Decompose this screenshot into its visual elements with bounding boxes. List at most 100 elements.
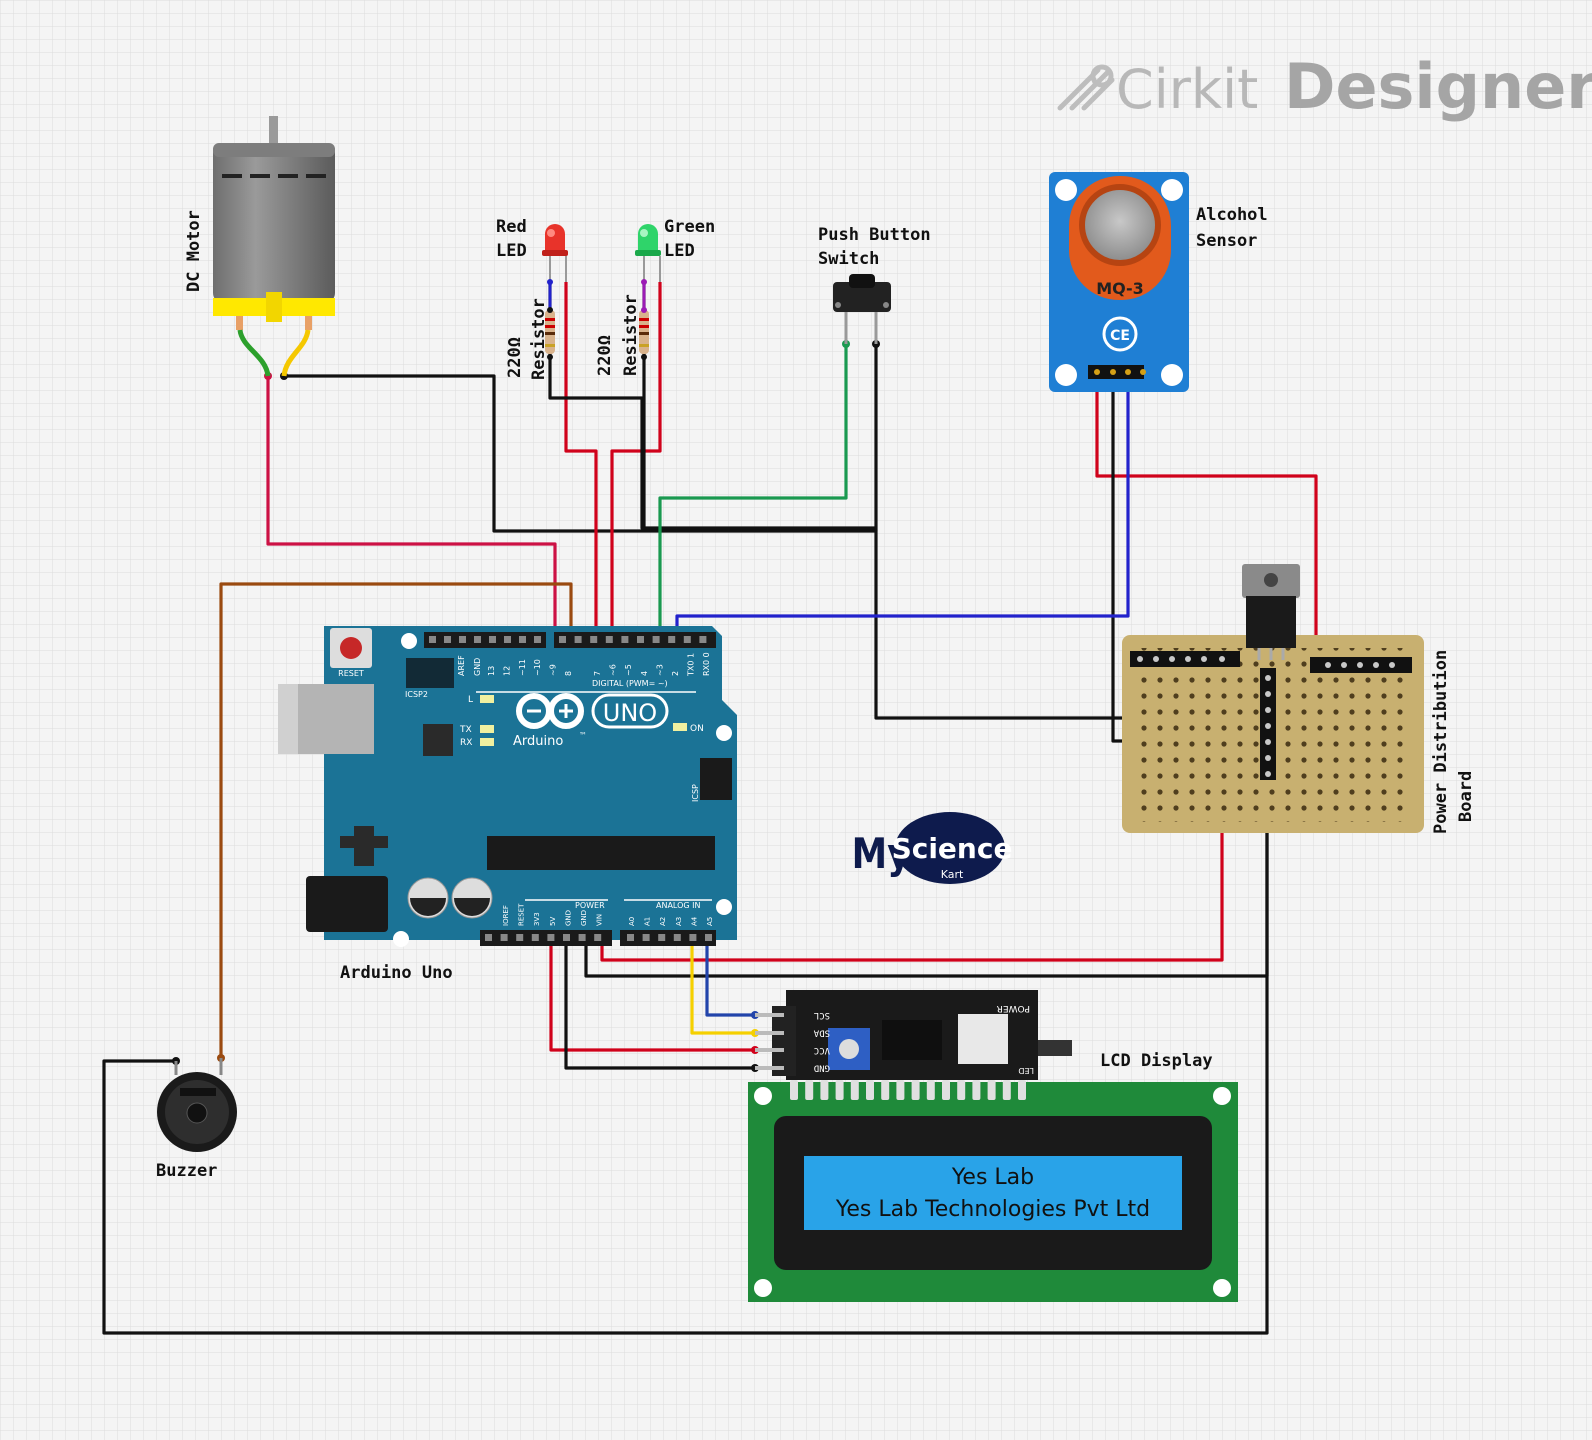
digital-pin-label: ~5 xyxy=(624,664,633,676)
arduino-brand: Arduino xyxy=(513,734,563,749)
wire-green-led-anode[interactable] xyxy=(610,282,662,640)
icsp-label: ICSP xyxy=(691,784,700,802)
digital-pin-label: 4 xyxy=(640,671,649,676)
green-led[interactable] xyxy=(635,224,661,282)
alcohol-sensor-mq3[interactable]: MQ-3 CE xyxy=(1049,172,1189,392)
wire-gnd-board[interactable] xyxy=(584,780,1269,978)
analog-pin-label: A2 xyxy=(659,917,667,926)
digital-pin-label: 2 xyxy=(671,671,680,676)
gnd-top-label: GND xyxy=(473,658,482,676)
digital-pin-label: RX0 0 xyxy=(702,652,711,676)
power-pin-label: VIN xyxy=(596,914,604,926)
reset-button[interactable] xyxy=(330,628,372,668)
wire-button-pin3[interactable] xyxy=(658,344,848,640)
led-tx-label: TX xyxy=(459,725,472,735)
alcohol-sensor-label-2: Sensor xyxy=(1196,231,1257,251)
led-on-label: ON xyxy=(690,724,704,734)
power-pin-label: RESET xyxy=(518,903,526,926)
push-button-label-1: Push Button xyxy=(818,225,931,245)
digital-pin-label: 12 xyxy=(502,666,511,676)
wire-lcd-gnd[interactable] xyxy=(564,940,755,1070)
reset-label: RESET xyxy=(338,669,364,678)
cirkit-designer-watermark: Cirkit Designer xyxy=(1057,50,1592,123)
red-led[interactable] xyxy=(542,224,568,282)
resistor-1[interactable] xyxy=(545,279,555,398)
buzzer[interactable] xyxy=(157,1058,237,1152)
resistor-2-value: 220Ω xyxy=(595,335,615,376)
resistor-2-label: Resistor xyxy=(621,294,641,376)
analog-pin-label: A4 xyxy=(690,916,698,926)
power-board-label-1: Power Distribution xyxy=(1431,650,1451,834)
dc-jack xyxy=(306,876,388,932)
lcd-line-1: Yes Lab xyxy=(951,1165,1034,1190)
wire-lcd-scl[interactable] xyxy=(705,940,755,1017)
digital-pin-label: TX0 1 xyxy=(687,653,696,677)
power-pin-label: IOREF xyxy=(502,905,510,926)
power-pin-label: GND xyxy=(580,910,588,926)
push-button-label-2: Switch xyxy=(818,249,879,269)
power-pin-label: 3V3 xyxy=(533,912,541,926)
led-l-label: L xyxy=(468,695,473,705)
resistor-1-label: Resistor xyxy=(529,298,549,380)
cirkit-logo-icon xyxy=(1057,64,1115,111)
i2c-led-label: LED xyxy=(1018,1066,1034,1075)
push-button-switch[interactable] xyxy=(833,274,891,344)
arduino-infinity-logo-icon xyxy=(516,693,584,729)
red-led-label-2: LED xyxy=(496,241,527,261)
i2c-power-label: POWER xyxy=(997,1003,1030,1013)
arduino-tm: ™ xyxy=(579,731,587,740)
wire-buzzer-gnd[interactable] xyxy=(102,660,1269,1335)
icsp2-label: ICSP2 xyxy=(405,690,428,699)
power-distribution-board[interactable] xyxy=(1122,564,1424,833)
logo-science: Science xyxy=(892,832,1013,865)
brand-light: Cirkit xyxy=(1116,58,1258,121)
resistor-1-value: 220Ω xyxy=(505,337,525,378)
green-led-label-1: Green xyxy=(664,217,715,237)
mq3-model-label: MQ-3 xyxy=(1096,279,1144,298)
wire-lcd-vcc[interactable] xyxy=(549,940,755,1052)
dc-motor[interactable] xyxy=(213,116,335,377)
wire-motor-pin9[interactable] xyxy=(266,376,557,640)
analog-pin-label: A1 xyxy=(644,917,652,926)
dc-motor-label: DC Motor xyxy=(184,210,204,292)
ce-mark-icon: CE xyxy=(1102,316,1138,352)
svg-text:CE: CE xyxy=(1110,328,1130,344)
lcd-line-2: Yes Lab Technologies Pvt Ltd xyxy=(835,1197,1150,1222)
lcd-label: LCD Display xyxy=(1100,1051,1213,1071)
myscience-kart-logo: My Science Kart xyxy=(852,812,1013,884)
wire-red-led-anode[interactable] xyxy=(564,282,598,640)
wire-lcd-sda[interactable] xyxy=(690,940,755,1035)
digital-pin-label: ~6 xyxy=(609,664,618,676)
analog-in-label: ANALOG IN xyxy=(656,901,701,910)
lcd-display[interactable]: Yes Lab Yes Lab Technologies Pvt Ltd xyxy=(748,1080,1238,1302)
power-pin-label: GND xyxy=(564,910,572,926)
resistor-2[interactable] xyxy=(639,279,649,360)
digital-pin-label: ~10 xyxy=(533,659,542,676)
digital-pin-label: 7 xyxy=(593,671,602,676)
i2c-pin-label: GND xyxy=(814,1063,830,1073)
arduino-label: Arduino Uno xyxy=(340,963,453,983)
digital-pin-label: ~11 xyxy=(518,659,527,676)
logo-my: My xyxy=(852,830,911,878)
usb-connector xyxy=(278,684,374,754)
uno-label: UNO xyxy=(603,699,657,727)
wire-buzzer-pin8[interactable] xyxy=(219,582,573,1056)
digital-label: DIGITAL (PWM= ~) xyxy=(592,679,668,688)
analog-pin-label: A0 xyxy=(628,917,636,926)
digital-pin-label: 8 xyxy=(564,671,573,676)
atmega-chip xyxy=(487,836,715,870)
voltage-regulator xyxy=(1242,564,1300,660)
digital-pin-label: 13 xyxy=(487,666,496,676)
power-board-label-2: Board xyxy=(1456,771,1476,822)
digital-pin-label: ~9 xyxy=(549,664,558,676)
aref-label: AREF xyxy=(457,655,466,676)
buzzer-label: Buzzer xyxy=(156,1161,217,1181)
wire-motor-gnd[interactable] xyxy=(284,374,1270,720)
logo-kart: Kart xyxy=(941,868,964,881)
i2c-pin-label: VCC xyxy=(814,1045,830,1055)
analog-pin-label: A5 xyxy=(706,917,714,926)
power-label: POWER xyxy=(575,901,605,910)
